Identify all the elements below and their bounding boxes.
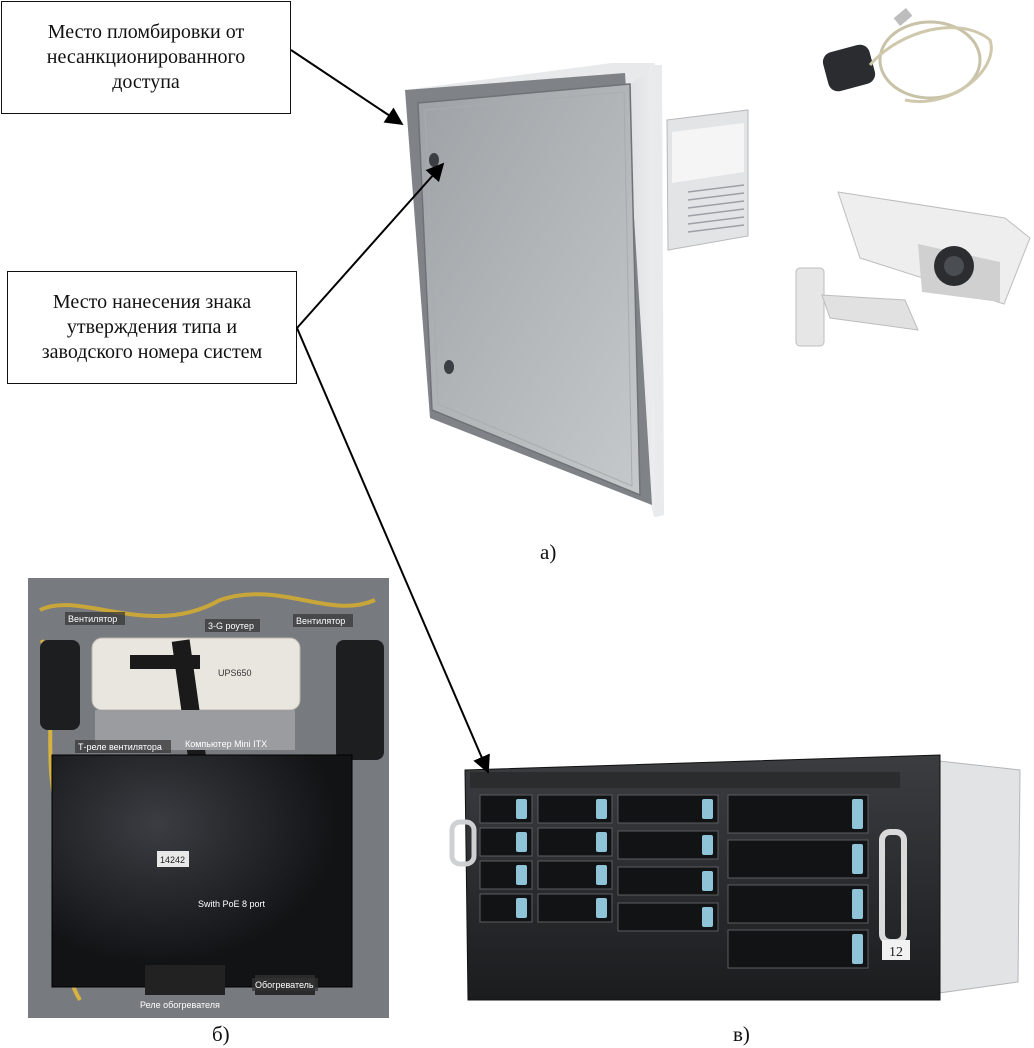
cabinet-photo — [405, 63, 749, 517]
drive-bay-latch — [516, 898, 527, 918]
drive-bay — [727, 884, 869, 924]
drive-bay — [617, 866, 719, 896]
callout-mark-location: Место нанесения знака утверждения типа и… — [7, 271, 297, 384]
label-sticker: 14242 — [160, 855, 185, 865]
label-computer: Компьютер Mini ITX — [185, 739, 267, 749]
pointer-arrows — [290, 49, 490, 774]
drive-bays — [479, 794, 869, 969]
drive-bay-latch — [702, 835, 713, 855]
label-ups: UPS650 — [218, 668, 252, 678]
drive-bay-latch — [596, 865, 607, 885]
callout-seal-line-3: доступа — [112, 71, 180, 93]
drive-bay — [617, 794, 719, 824]
drive-bay-latch — [702, 907, 713, 927]
interior-photo: Вентилятор 3-G роутер Вентилятор UPS650 … — [28, 578, 389, 1018]
arrow-mark-server — [296, 327, 490, 774]
drive-bay-latch — [516, 865, 527, 885]
drive-bay-latch — [702, 799, 713, 819]
drive-bay-latch — [702, 871, 713, 891]
rack-serial-label: 12 — [889, 945, 903, 960]
drive-bay-latch — [596, 799, 607, 819]
callout-mark-line-3: заводского номера систем — [41, 341, 263, 363]
storage-server-photo: 12 — [449, 754, 1021, 1001]
figure-label-a: а) — [540, 540, 557, 564]
gps-antenna-photo — [822, 8, 993, 103]
drive-bay-latch — [596, 832, 607, 852]
drive-bay-latch — [516, 799, 527, 819]
label-fan-right: Вентилятор — [296, 616, 345, 626]
drive-bay — [727, 929, 869, 969]
drive-bay-latch — [516, 832, 527, 852]
drive-bay — [617, 830, 719, 860]
callout-mark-line-1: Место нанесения знака — [52, 291, 252, 313]
label-fan-left: Вентилятор — [68, 614, 117, 624]
callout-seal-line-2: несанкционированного — [46, 46, 246, 68]
drive-bay-latch — [596, 898, 607, 918]
camera-photo — [795, 191, 1031, 347]
label-router: 3-G роутер — [208, 621, 254, 631]
drive-bay-latch — [852, 799, 863, 829]
drive-bay-latch — [852, 934, 863, 964]
label-heater-relay: Реле обогревателя — [140, 1000, 220, 1010]
label-fan-relay: Т-реле вентилятора — [78, 742, 162, 752]
drive-bay — [727, 794, 869, 834]
figure-label-b: б) — [212, 1022, 230, 1046]
drive-bay — [617, 902, 719, 932]
label-heater: Обогреватель — [255, 980, 314, 990]
arrow-mark-cabinet — [296, 162, 445, 329]
arrow-seal — [290, 49, 404, 125]
drive-bay-latch — [852, 844, 863, 874]
drive-bay-latch — [852, 889, 863, 919]
drive-bay — [727, 839, 869, 879]
callout-mark-line-2: утверждения типа и — [66, 316, 238, 338]
figure-label-c: в) — [733, 1022, 750, 1046]
label-switch: Swith PoE 8 port — [198, 899, 266, 909]
callout-seal-line-1: Место пломбировки от — [47, 21, 245, 43]
callout-seal-location: Место пломбировки от несанкционированног… — [1, 1, 291, 114]
